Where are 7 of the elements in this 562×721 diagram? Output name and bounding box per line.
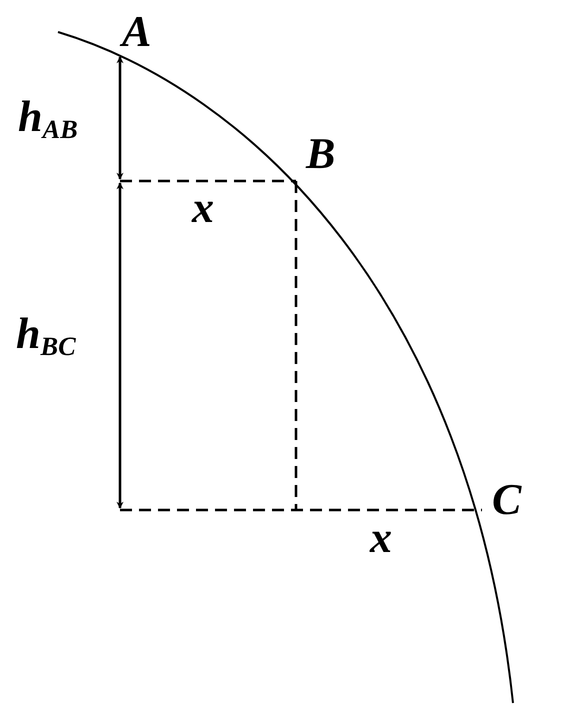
- distance-label: x: [192, 186, 214, 230]
- height-label: h$_{AB}$: [18, 95, 78, 139]
- point-label: A: [122, 10, 152, 54]
- distance-label: x: [370, 516, 392, 560]
- point-label: B: [306, 132, 336, 176]
- point-label: C: [492, 478, 522, 522]
- height-label: h$_{BC}$: [16, 312, 76, 356]
